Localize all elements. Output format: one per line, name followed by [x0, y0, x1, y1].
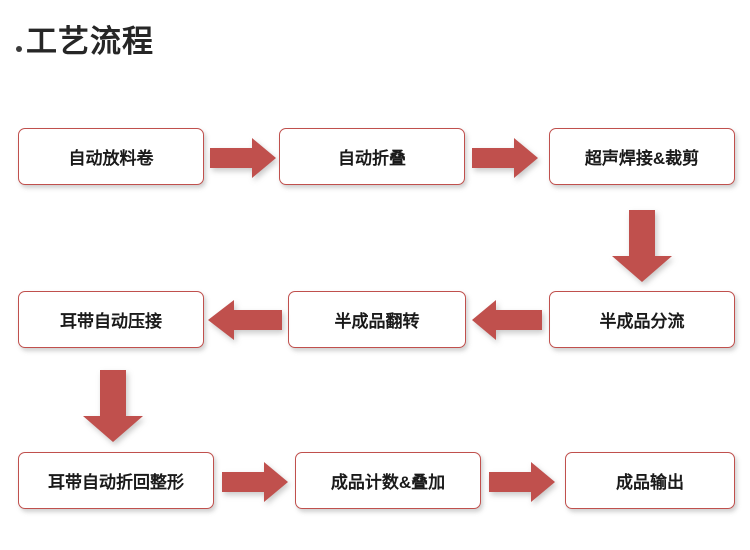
node-ear-loop-auto-welding[interactable]: 耳带自动压接 — [18, 291, 204, 348]
node-product-output[interactable]: 成品输出 — [565, 452, 735, 509]
node-label: 自动放料卷 — [68, 149, 154, 168]
node-auto-folding[interactable]: 自动折叠 — [279, 128, 465, 185]
node-auto-feed-roll[interactable]: 自动放料卷 — [18, 128, 204, 185]
node-label: 半成品翻转 — [334, 312, 420, 331]
node-ear-loop-fold-back-shaping[interactable]: 耳带自动折回整形 — [18, 452, 214, 509]
arrow-down-2 — [83, 370, 143, 442]
arrow-right-3 — [222, 462, 288, 502]
bullet-dot-icon — [16, 45, 22, 52]
node-label: 耳带自动压接 — [60, 312, 162, 331]
node-semi-finished-flip[interactable]: 半成品翻转 — [288, 291, 466, 348]
arrow-right-2 — [472, 138, 538, 178]
arrow-right-4 — [489, 462, 555, 502]
node-label: 半成品分流 — [599, 312, 685, 331]
arrow-down-1 — [612, 210, 672, 282]
node-ultrasonic-welding-cutting[interactable]: 超声焊接&裁剪 — [549, 128, 735, 185]
arrow-left-2 — [208, 300, 282, 340]
node-label: 耳带自动折回整形 — [48, 473, 184, 492]
node-product-counting-stacking[interactable]: 成品计数&叠加 — [295, 452, 481, 509]
arrow-left-1 — [472, 300, 542, 340]
page-title-text: 工艺流程 — [26, 24, 154, 59]
node-semi-finished-diversion[interactable]: 半成品分流 — [549, 291, 735, 348]
arrow-right-1 — [210, 138, 276, 178]
node-label: 超声焊接&裁剪 — [584, 149, 700, 168]
node-label: 成品输出 — [616, 473, 684, 492]
node-label: 自动折叠 — [338, 149, 406, 168]
node-label: 成品计数&叠加 — [330, 473, 446, 492]
page-title: 工艺流程 — [16, 26, 154, 57]
